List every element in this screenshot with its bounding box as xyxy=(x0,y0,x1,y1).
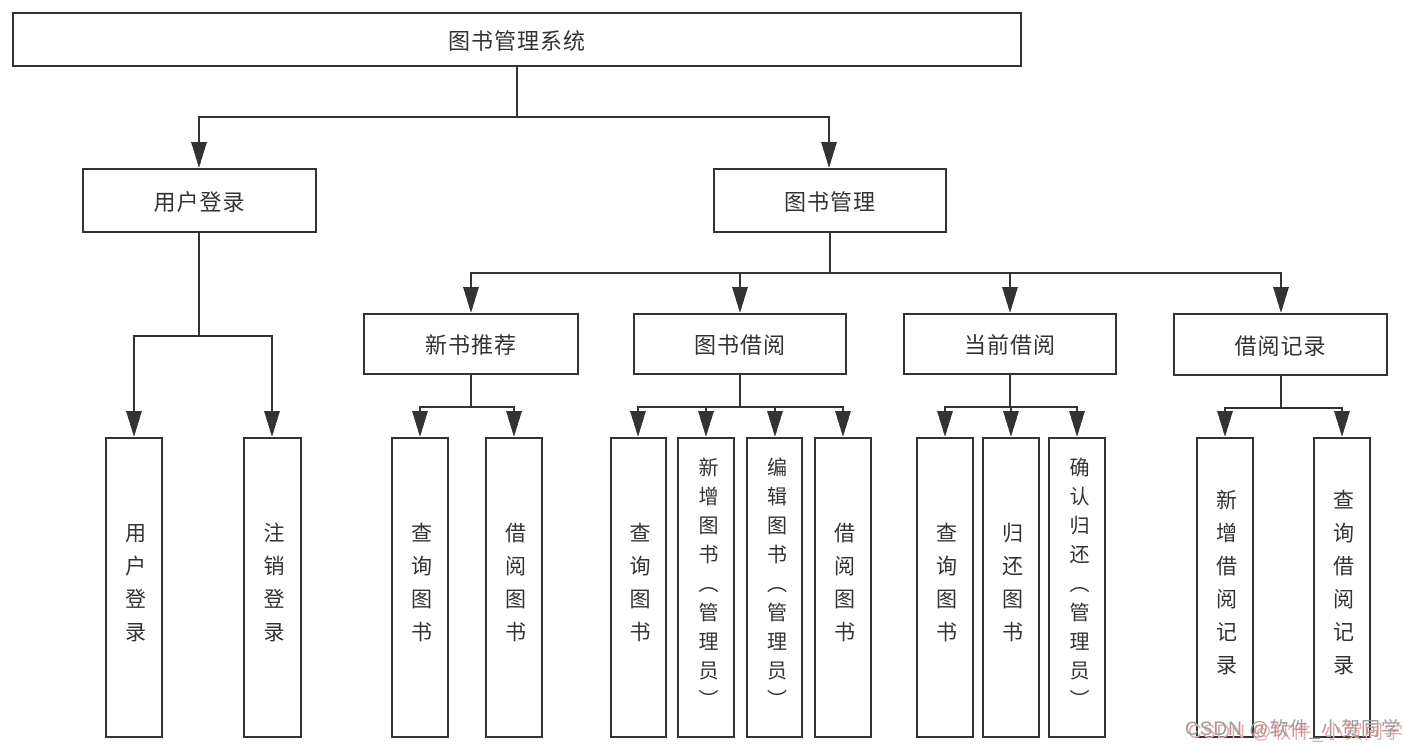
leaf-logout: 注销登录 xyxy=(243,437,302,738)
node-root: 图书管理系统 xyxy=(12,12,1022,67)
leaf-recommend-borrow-book-label: 借阅图书 xyxy=(502,521,526,654)
node-current-borrow-label: 当前借阅 xyxy=(963,333,1056,358)
node-new-book-recommend: 新书推荐 xyxy=(363,313,579,375)
node-user-login: 用户登录 xyxy=(82,168,317,233)
leaf-records-add-record-label: 新增借阅记录 xyxy=(1213,488,1237,687)
leaf-records-query-record: 查询借阅记录 xyxy=(1313,437,1371,738)
leaf-current-confirm-return: 确认归还（管理员） xyxy=(1048,437,1106,738)
node-borrow-records-label: 借阅记录 xyxy=(1234,333,1327,359)
node-root-label: 图书管理系统 xyxy=(447,28,586,54)
leaf-recommend-borrow-book: 借阅图书 xyxy=(485,437,543,738)
leaf-current-confirm-return-label: 确认归还（管理员） xyxy=(1066,457,1088,718)
leaf-borrow-edit-book: 编辑图书（管理员） xyxy=(746,437,803,738)
leaf-borrow-borrow-book-label: 借阅图书 xyxy=(831,521,855,654)
node-new-book-recommend-label: 新书推荐 xyxy=(424,333,517,358)
leaf-borrow-query-book-label: 查询图书 xyxy=(627,521,650,654)
leaf-user-login-label: 用户登录 xyxy=(122,521,146,654)
leaf-user-login: 用户登录 xyxy=(105,437,163,738)
leaf-current-return-book: 归还图书 xyxy=(982,437,1040,738)
node-book-borrow: 图书借阅 xyxy=(633,313,847,375)
node-book-management: 图书管理 xyxy=(713,168,947,233)
node-borrow-records: 借阅记录 xyxy=(1173,313,1388,376)
csdn-watermark: CSDN @软件_小贺同学 xyxy=(1185,719,1401,740)
leaf-logout-label: 注销登录 xyxy=(261,521,284,654)
leaf-recommend-query-book: 查询图书 xyxy=(391,437,449,738)
leaf-records-query-record-label: 查询借阅记录 xyxy=(1330,488,1354,687)
leaf-borrow-add-book: 新增图书（管理员） xyxy=(677,437,735,738)
node-current-borrow: 当前借阅 xyxy=(903,313,1117,375)
leaf-current-return-book-label: 归还图书 xyxy=(999,521,1023,654)
leaf-borrow-query-book: 查询图书 xyxy=(610,437,667,738)
leaf-current-query-book: 查询图书 xyxy=(916,437,974,738)
node-book-borrow-label: 图书借阅 xyxy=(693,333,786,358)
leaf-borrow-edit-book-label: 编辑图书（管理员） xyxy=(763,457,786,718)
leaf-borrow-add-book-label: 新增图书（管理员） xyxy=(695,457,717,718)
leaf-records-add-record: 新增借阅记录 xyxy=(1196,437,1254,738)
node-user-login-label: 用户登录 xyxy=(153,189,246,215)
node-book-management-label: 图书管理 xyxy=(783,189,876,215)
leaf-recommend-query-book-label: 查询图书 xyxy=(408,521,432,654)
leaf-current-query-book-label: 查询图书 xyxy=(933,521,957,654)
leaf-borrow-borrow-book: 借阅图书 xyxy=(814,437,872,738)
